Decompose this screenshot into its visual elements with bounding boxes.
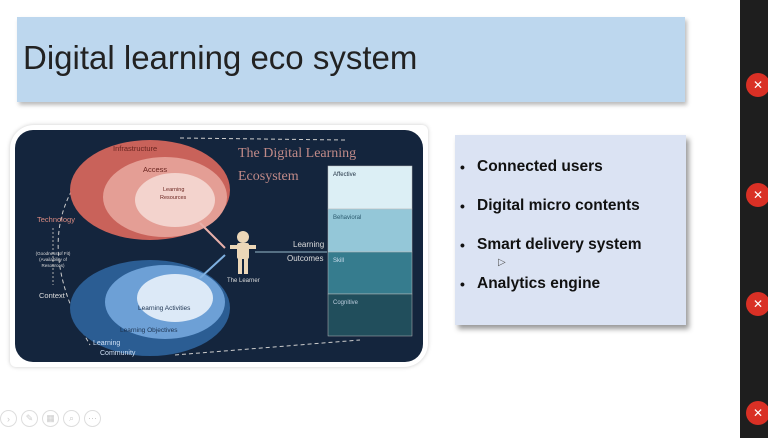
bullet-text: Digital micro contents bbox=[477, 196, 640, 214]
bullet-list: •Connected users •Digital micro contents… bbox=[455, 135, 686, 325]
label-fit-3: Resources) bbox=[41, 263, 65, 268]
bullet-item: •Analytics engine bbox=[460, 274, 601, 292]
bullet-item: •Digital micro contents bbox=[460, 196, 640, 214]
slide-toolbar: › ✎ ▦ ⌕ ⋯ bbox=[0, 410, 101, 427]
label-learner: The Learner bbox=[227, 278, 260, 284]
mic-off-icon[interactable]: ✕ bbox=[746, 292, 768, 316]
mic-off-icon[interactable]: ✕ bbox=[746, 73, 768, 97]
label-technology: Technology bbox=[37, 215, 75, 224]
slide-title-bar: Digital learning eco system bbox=[17, 17, 685, 102]
zoom-icon[interactable]: ⌕ bbox=[63, 410, 80, 427]
pen-icon[interactable]: ✎ bbox=[21, 410, 38, 427]
bullet-item: •Connected users bbox=[460, 157, 603, 175]
more-icon[interactable]: ⋯ bbox=[84, 410, 101, 427]
pointer-icon[interactable]: › bbox=[0, 410, 17, 427]
label-infrastructure: Infrastructure bbox=[113, 144, 157, 153]
label-community-1: Learning bbox=[93, 340, 120, 347]
bullet-text: Smart delivery system bbox=[477, 235, 642, 253]
bullet-text: Connected users bbox=[477, 157, 603, 175]
ecosystem-diagram: Infrastructure Access Learning Resources… bbox=[10, 125, 428, 367]
label-access: Access bbox=[143, 165, 167, 174]
label-fit-1: (Goodness of Fit) bbox=[36, 251, 71, 256]
label-outcomes-2: Outcomes bbox=[287, 254, 323, 263]
label-outcomes-1: Learning bbox=[293, 240, 324, 249]
level-affective: Affective bbox=[333, 172, 357, 178]
level-skill: Skill bbox=[333, 258, 344, 264]
bullet-text: Analytics engine bbox=[477, 274, 601, 292]
mic-off-icon[interactable]: ✕ bbox=[746, 401, 768, 425]
level-cognitive: Cognitive bbox=[333, 300, 359, 306]
mic-off-icon[interactable]: ✕ bbox=[746, 183, 768, 207]
diagram-title-1: The Digital Learning bbox=[238, 146, 356, 161]
label-objectives: Learning Objectives bbox=[120, 327, 178, 334]
label-resources-2: Resources bbox=[160, 195, 187, 201]
participants-strip: ✕ ✕ ✕ ✕ bbox=[740, 0, 768, 438]
label-context: Context bbox=[39, 291, 66, 300]
label-activities: Learning Activities bbox=[138, 305, 191, 312]
learner-figure-icon bbox=[230, 231, 256, 274]
mouse-cursor-icon: ▷ bbox=[498, 257, 506, 268]
label-resources-1: Learning bbox=[163, 187, 184, 193]
bullet-item: •Smart delivery system bbox=[460, 235, 642, 253]
diagram-title-2: Ecosystem bbox=[238, 169, 299, 184]
label-fit-2: (Availability of bbox=[39, 257, 67, 262]
slide-title: Digital learning eco system bbox=[23, 39, 418, 76]
label-community-2: Community bbox=[100, 350, 136, 357]
level-behavioral: Behavioral bbox=[333, 215, 361, 221]
slides-icon[interactable]: ▦ bbox=[42, 410, 59, 427]
